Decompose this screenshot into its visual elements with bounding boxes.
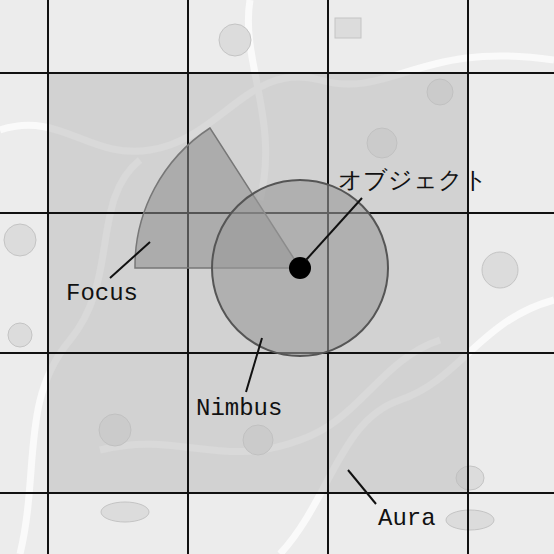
focus-label: Focus (66, 282, 138, 306)
leader-lines (110, 198, 376, 504)
aura-label: Aura (378, 507, 436, 531)
aura-region (48, 73, 468, 493)
nimbus-circle (212, 180, 388, 356)
object-label: オブジェクト (338, 170, 488, 194)
object-dot (289, 257, 311, 279)
map-icons (4, 18, 518, 530)
nimbus-label: Nimbus (196, 397, 282, 421)
